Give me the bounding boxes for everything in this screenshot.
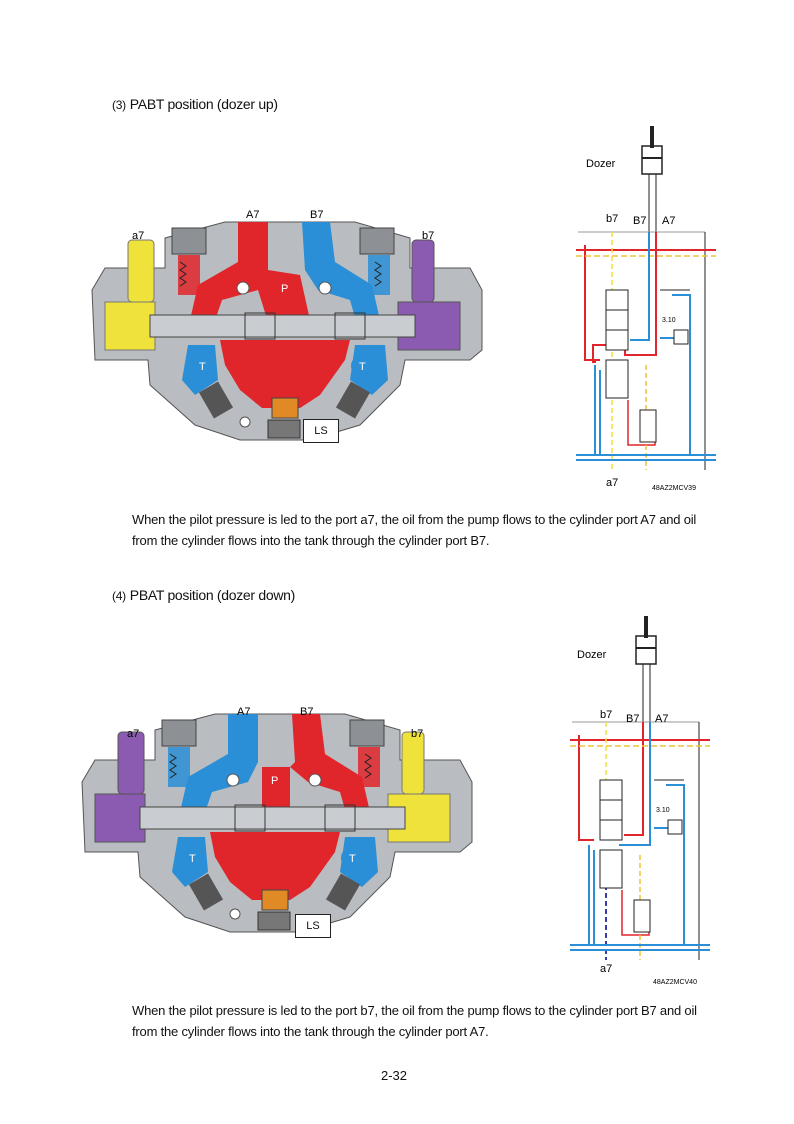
valve1-label-a7: a7: [132, 230, 144, 242]
valve1-label-T-right: T: [359, 361, 366, 373]
valve2-label-A7: A7: [237, 706, 250, 718]
circuit2-label-b7: b7: [600, 709, 612, 721]
circuit2-small-text: 3.10: [656, 807, 670, 814]
section-4-heading: (4)PBAT position (dozer down): [112, 587, 295, 603]
circuit1-label-b7: b7: [606, 213, 618, 225]
circuit2-label-A7: A7: [655, 713, 668, 725]
valve1-ls-label: LS: [303, 419, 339, 443]
section-3-number: (3): [112, 98, 126, 112]
valve1-label-A7: A7: [246, 209, 259, 221]
valve1-label-T-left: T: [199, 361, 206, 373]
section-3-title: PABT position (dozer up): [129, 96, 278, 112]
circuit1-code: 48AZ2MCV39: [652, 485, 696, 492]
circuit2-label-dozer: Dozer: [577, 649, 607, 661]
valve1-label-B7: B7: [310, 209, 323, 221]
circuit1-small-text: 3.10: [662, 317, 676, 324]
circuit2-label-a7: a7: [600, 963, 612, 975]
section-3-heading: (3)PABT position (dozer up): [112, 96, 278, 112]
section-4-description: When the pilot pressure is led to the po…: [132, 1003, 697, 1039]
valve2-label-P: P: [271, 775, 278, 787]
valve2-label-b7: b7: [411, 728, 423, 740]
valve2-label-T-left: T: [189, 853, 196, 865]
section-3-description: When the pilot pressure is led to the po…: [132, 512, 697, 548]
valve1-label-b7: b7: [422, 230, 434, 242]
circuit1-label-a7: a7: [606, 477, 618, 489]
section-4-number: (4): [112, 589, 126, 603]
circuit2-label-B7: B7: [626, 713, 639, 725]
valve2-label-B7: B7: [300, 706, 313, 718]
valve1-label-P: P: [281, 283, 288, 295]
circuit1-label-dozer: Dozer: [586, 158, 616, 170]
section-4-title: PBAT position (dozer down): [129, 587, 296, 603]
valve2-ls-label: LS: [295, 914, 331, 938]
valve2-label-T-right: T: [349, 853, 356, 865]
circuit2-code: 48AZ2MCV40: [653, 979, 697, 986]
circuit1-label-A7: A7: [662, 215, 675, 227]
circuit1-label-B7: B7: [633, 215, 646, 227]
valve2-label-a7: a7: [127, 728, 139, 740]
page-number: 2-32: [381, 1068, 408, 1083]
